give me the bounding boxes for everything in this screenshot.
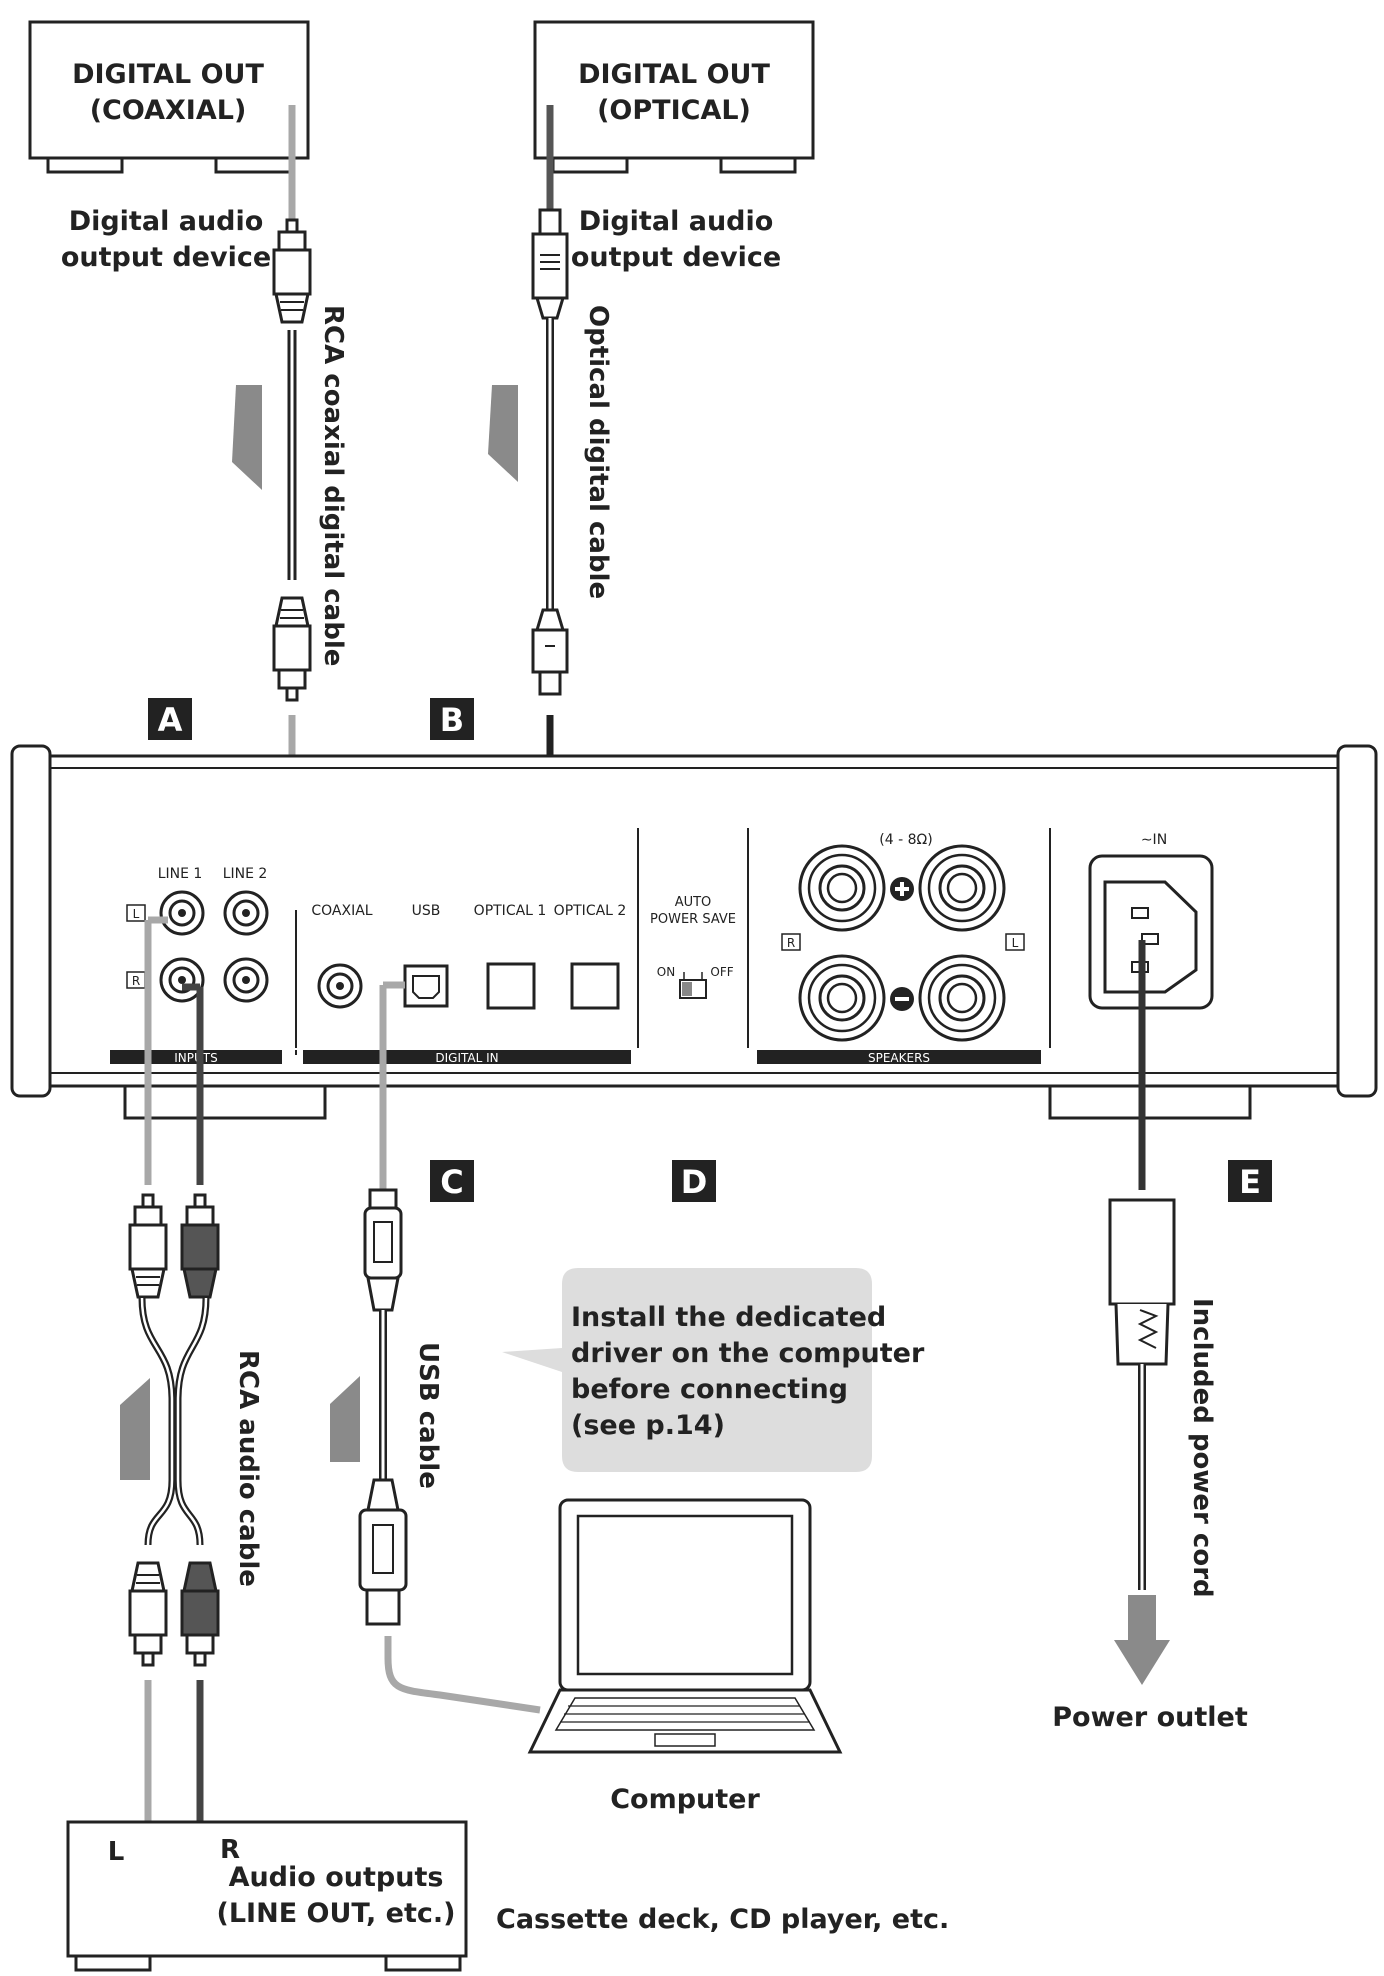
auto-power-save-switch[interactable] [679, 972, 707, 999]
analog-r-label: R [220, 1835, 240, 1865]
computer-label: Computer [610, 1784, 760, 1815]
optical-device-label-1: Digital audio [579, 206, 774, 237]
minus-icon [890, 987, 914, 1011]
analog-l-label: L [108, 1837, 125, 1867]
coax-device-label-1: Digital audio [69, 206, 264, 237]
optical-box-line1: DIGITAL OUT [578, 59, 770, 90]
optical1-label: OPTICAL 1 [474, 903, 547, 919]
laptop-icon [527, 1498, 843, 1754]
badge-c: C [430, 1160, 474, 1202]
coaxial-label: COAXIAL [311, 903, 372, 919]
coax-device-box: DIGITAL OUT (COAXIAL) [28, 20, 310, 174]
line1-label: LINE 1 [158, 866, 203, 882]
off-label: OFF [710, 965, 733, 979]
coax-box-line2: (COAXIAL) [90, 95, 247, 126]
analog-device-label: Cassette deck, CD player, etc. [496, 1904, 949, 1935]
analog-box-line2: (LINE OUT, etc.) [217, 1898, 456, 1929]
line2-label: LINE 2 [223, 866, 268, 882]
coax-cable-label: RCA coaxial digital cable [318, 305, 348, 666]
usb-label: USB [412, 903, 441, 919]
rca-direction-arrow [120, 1378, 150, 1480]
auto-label: AUTO [675, 895, 712, 910]
coaxial-jack[interactable] [317, 963, 363, 1009]
usb-direction-arrow [330, 1376, 360, 1462]
analog-box-line1: Audio outputs [229, 1862, 444, 1893]
power-direction-arrow [1114, 1595, 1170, 1685]
optical-device-label-2: output device [571, 242, 781, 273]
power-save-label: POWER SAVE [650, 912, 736, 927]
svg-text:A: A [158, 701, 183, 739]
ac-inlet[interactable] [1088, 854, 1214, 1010]
optical-device-box: DIGITAL OUT (OPTICAL) [533, 20, 815, 174]
svg-text:R: R [787, 936, 795, 950]
outlet-label: Power outlet [1052, 1702, 1248, 1733]
badge-e: E [1228, 1160, 1272, 1202]
speaker-r-minus-terminal[interactable] [798, 954, 886, 1042]
svg-text:DIGITAL IN: DIGITAL IN [435, 1051, 498, 1065]
ac-in-label: ∼IN [1141, 832, 1167, 848]
svg-text:INPUTS: INPUTS [174, 1051, 217, 1065]
power-cord-label: Included power cord [1187, 1298, 1217, 1598]
impedance-label: (4 - 8Ω) [879, 832, 932, 848]
optical-direction-arrow [488, 385, 518, 482]
speaker-r-plus-terminal[interactable] [798, 844, 886, 932]
svg-text:D: D [681, 1163, 708, 1201]
plus-icon [890, 877, 914, 901]
speakers-bar: SPEAKERS [757, 1050, 1041, 1065]
svg-text:E: E [1239, 1163, 1261, 1201]
ch-r-badge: R [126, 971, 146, 989]
digital-in-bar: DIGITAL IN [303, 1050, 631, 1065]
usb-port[interactable] [403, 964, 449, 1008]
optical2-port[interactable] [570, 962, 620, 1010]
coax-device-label-2: output device [61, 242, 271, 273]
callout-line4: (see p.14) [571, 1410, 725, 1441]
speaker-l-minus-terminal[interactable] [918, 954, 1006, 1042]
speaker-l-plus-terminal[interactable] [918, 844, 1006, 932]
line2-r-jack[interactable] [223, 957, 269, 1003]
svg-text:B: B [440, 701, 464, 739]
badge-b: B [430, 698, 474, 740]
on-label: ON [657, 965, 675, 979]
line1-l-jack[interactable] [159, 890, 205, 936]
coax-box-line1: DIGITAL OUT [72, 59, 264, 90]
svg-text:L: L [133, 907, 140, 921]
optical1-port[interactable] [486, 962, 536, 1010]
ch-l-badge: L [126, 904, 146, 922]
svg-text:C: C [440, 1163, 463, 1201]
svg-text:L: L [1012, 936, 1019, 950]
power-cord [1108, 940, 1176, 1590]
rca-audio-cable [128, 916, 220, 1865]
callout-line3: before connecting [571, 1374, 848, 1405]
optical-cable-label: Optical digital cable [583, 305, 613, 599]
spk-r-badge: R [781, 933, 801, 951]
optical2-label: OPTICAL 2 [554, 903, 627, 919]
callout-line1: Install the dedicated [571, 1302, 886, 1333]
badge-d: D [672, 1160, 716, 1202]
rca-cable-label: RCA audio cable [233, 1350, 263, 1587]
coax-direction-arrow [232, 385, 262, 490]
callout-line2: driver on the computer [571, 1338, 925, 1369]
inputs-bar: INPUTS [110, 1050, 282, 1065]
spk-l-badge: L [1005, 933, 1025, 951]
usb-cable [358, 981, 541, 1714]
line2-l-jack[interactable] [223, 890, 269, 936]
analog-source-box [66, 1820, 468, 1972]
driver-callout: Install the dedicated driver on the comp… [502, 1268, 925, 1472]
svg-text:R: R [132, 974, 140, 988]
optical-box-line2: (OPTICAL) [597, 95, 751, 126]
usb-cable-label: USB cable [413, 1342, 443, 1489]
badge-a: A [148, 698, 192, 740]
svg-text:SPEAKERS: SPEAKERS [868, 1051, 930, 1065]
